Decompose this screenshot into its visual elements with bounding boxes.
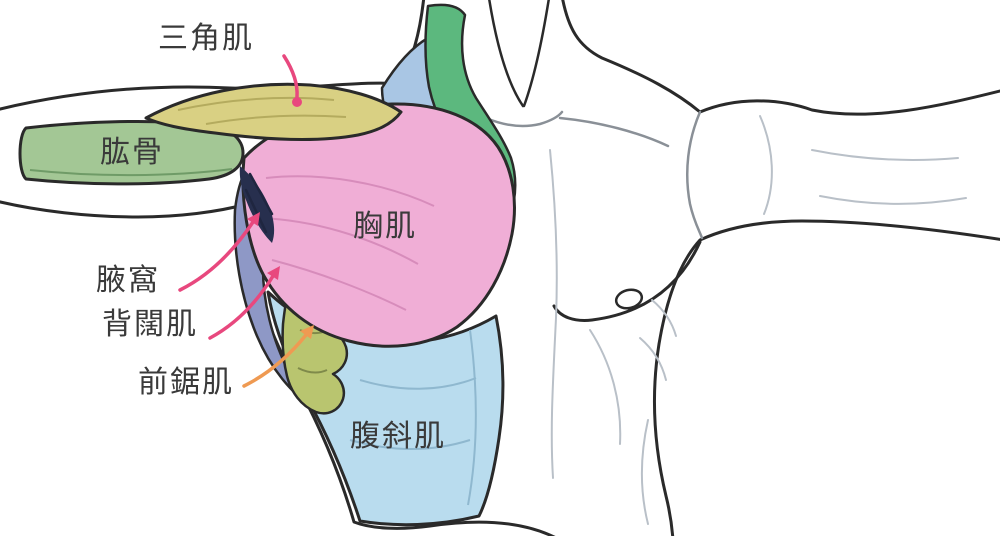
pectoral-striation-3 [271, 259, 407, 311]
axilla-pointer-line [178, 220, 255, 292]
right-rib-line-1 [651, 299, 677, 337]
sternum-line [549, 149, 558, 479]
clavicle-notch-line [484, 110, 564, 128]
nipple [614, 288, 644, 310]
neck-line-left [488, 0, 525, 108]
serratus-pointer-line [242, 333, 308, 388]
latissimus-pointer-arrowhead [267, 266, 280, 280]
axilla-pointer-arrowhead [247, 212, 260, 226]
latissimus-pointer-line [208, 274, 275, 340]
deltoid-pointer-dot [292, 97, 302, 107]
deltoid-region [144, 82, 403, 141]
serratus-split-2 [297, 367, 328, 374]
oblique-striation-3 [467, 329, 477, 506]
oblique-striation-1 [359, 377, 477, 390]
label-humerus: 肱骨 [100, 136, 164, 169]
deltoid-pointer-line [282, 54, 299, 99]
serratus-pointer-arrowhead [300, 325, 314, 339]
pectoral-striation-1 [265, 175, 435, 207]
axilla-shadow [239, 166, 275, 243]
label-pectoral: 胸肌 [353, 210, 417, 243]
humerus-edge-line [29, 168, 233, 177]
axilla-crease-line-1 [248, 172, 274, 216]
label-latissimus: 背闊肌 [102, 308, 198, 341]
right-rib-line-2 [639, 337, 667, 381]
oblique-striation-2 [349, 439, 471, 450]
right-arm-inner-line [811, 149, 959, 161]
label-deltoid: 三角肌 [158, 22, 254, 55]
deltoid-striation-2 [205, 114, 347, 125]
neck-line-right [522, 0, 550, 108]
right-pec-outline [552, 240, 702, 322]
label-serratus: 前鋸肌 [138, 366, 234, 399]
right-arm-split-line [759, 115, 773, 215]
right-deltoid-groove-line [685, 110, 704, 240]
pectoral-striation-2 [259, 217, 419, 265]
axilla-crease-line-2 [244, 188, 268, 234]
label-axilla: 腋窩 [96, 264, 160, 297]
right-ab-line [589, 329, 622, 445]
humerus-region [18, 119, 245, 186]
deltoid-striation-1 [177, 96, 335, 111]
right-arm-lower-line [819, 195, 967, 205]
clavicle-right-line [558, 116, 670, 148]
label-oblique: 腹斜肌 [350, 420, 446, 453]
right-oblique-line [641, 419, 649, 525]
